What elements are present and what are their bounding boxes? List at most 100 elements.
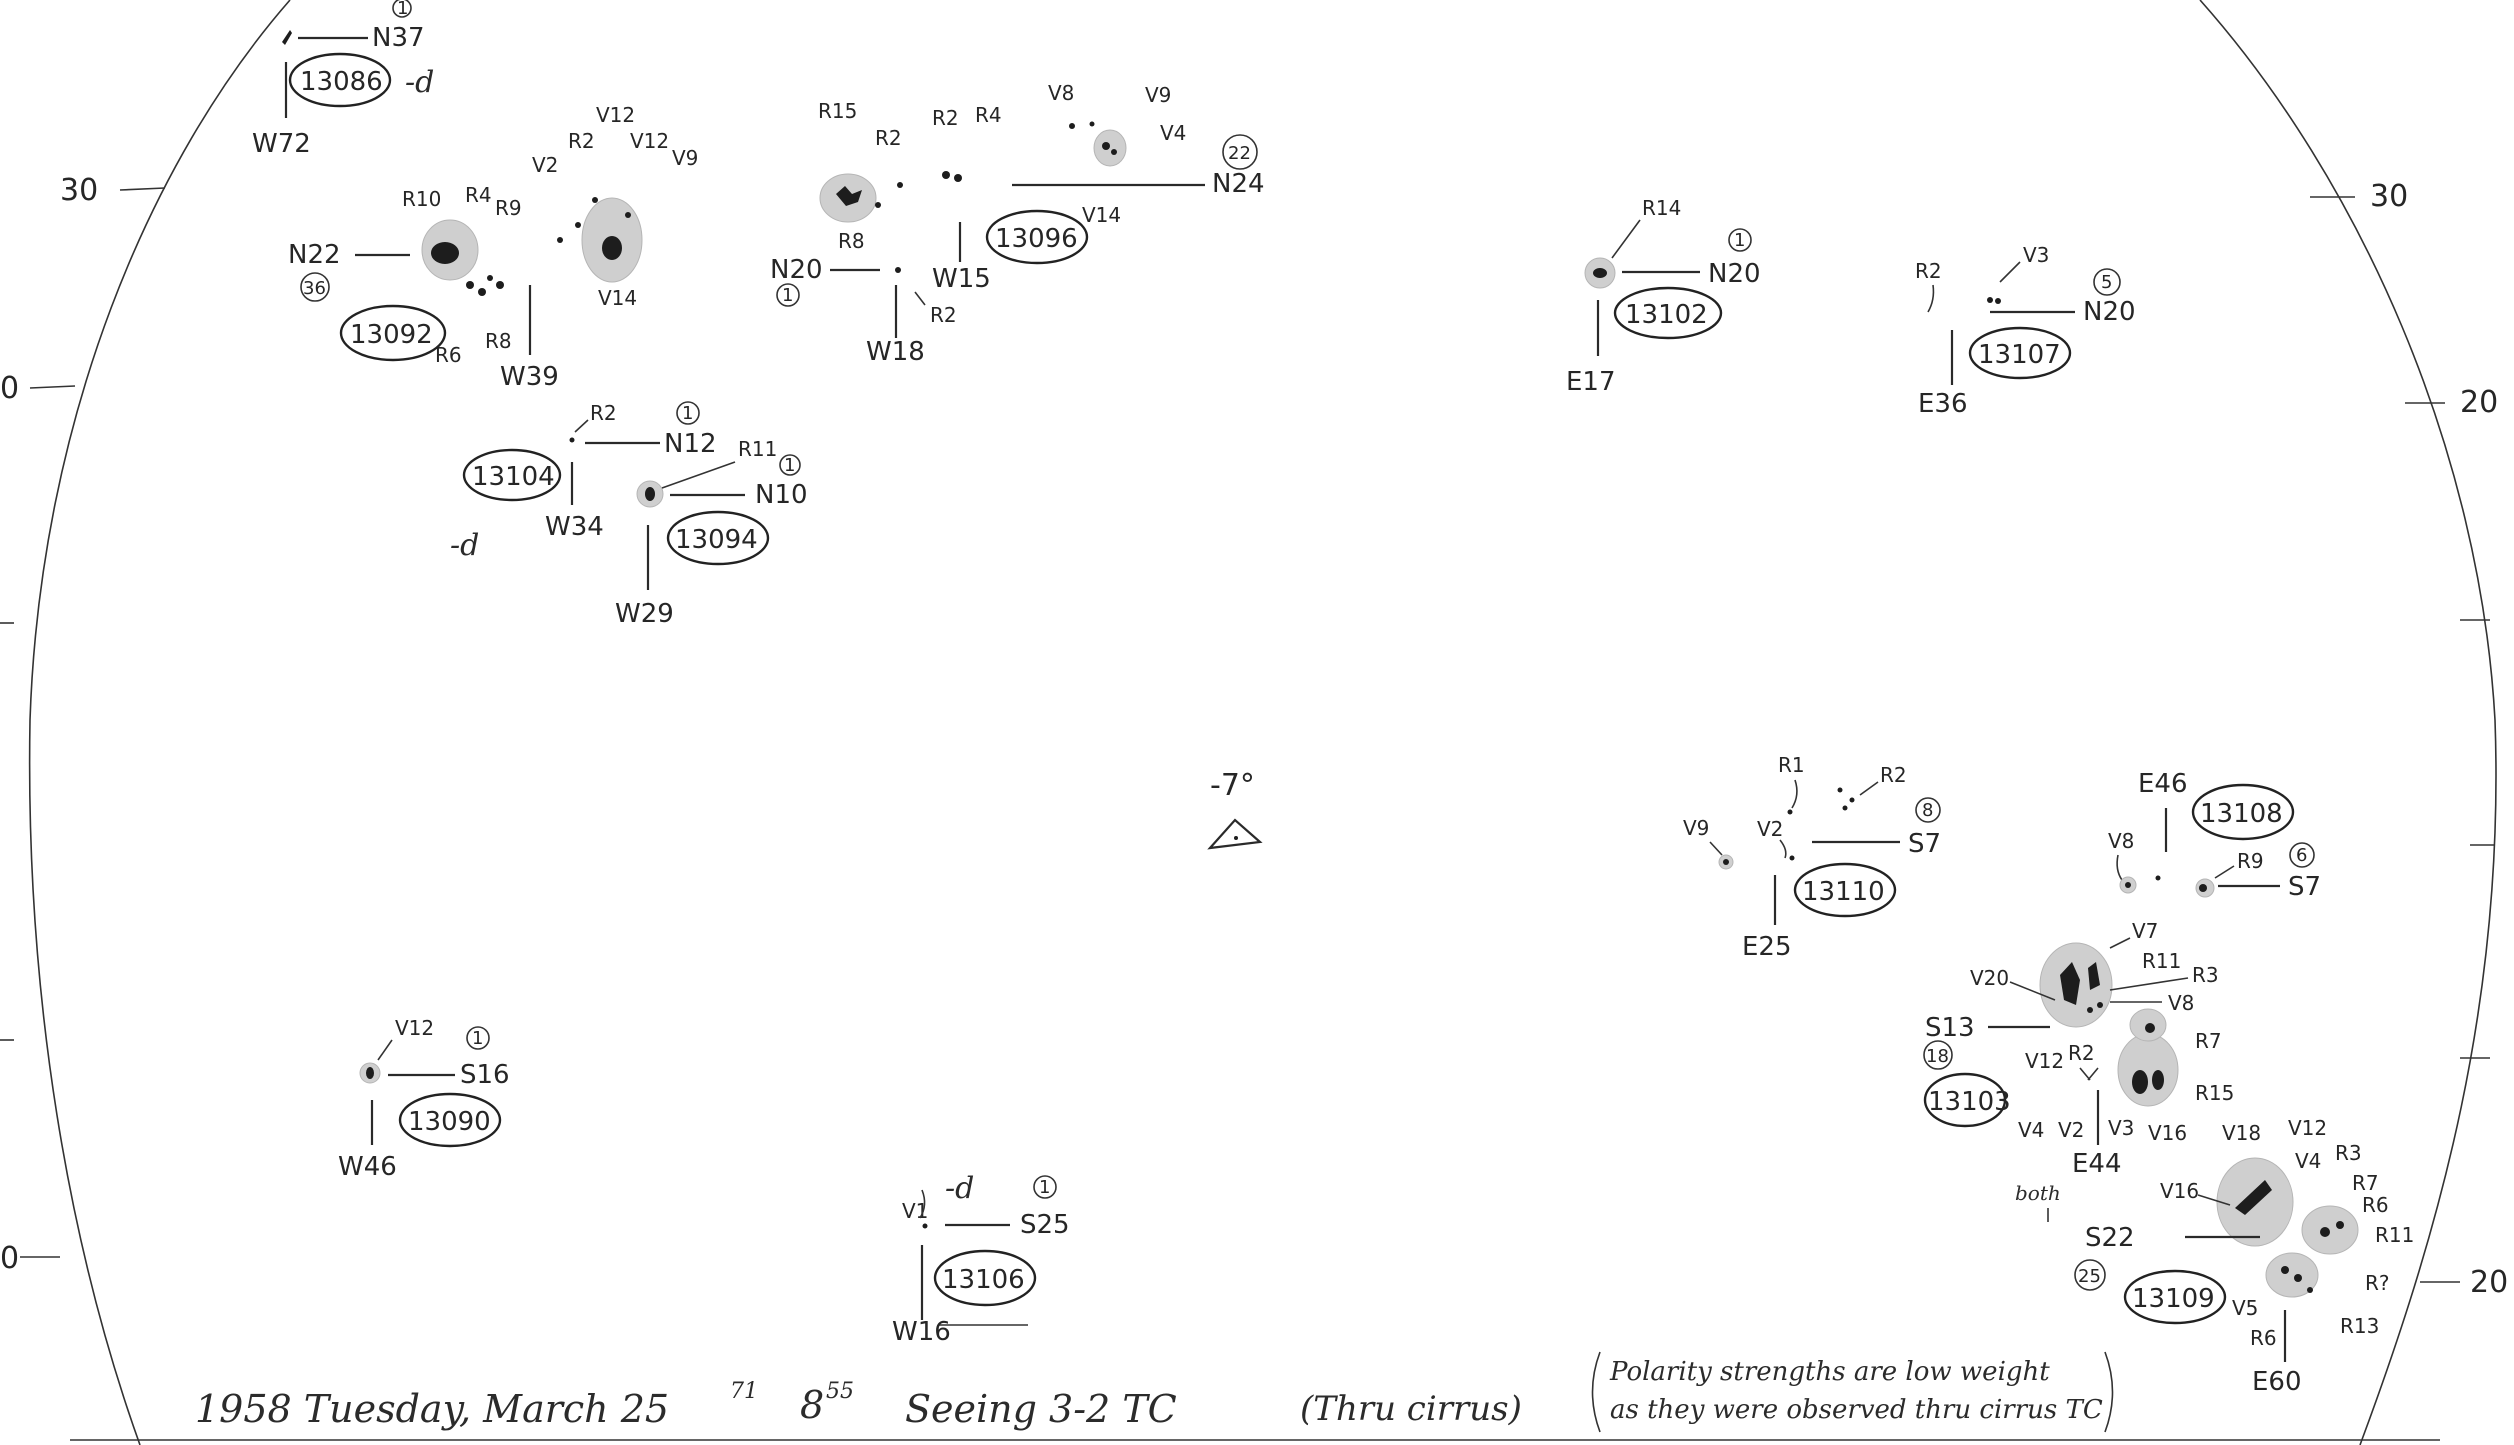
group-id: 13090 <box>408 1107 491 1137</box>
group-id-oval <box>933 1249 1037 1307</box>
mark-v2: V2 <box>2058 1118 2084 1142</box>
group-lon: W39 <box>500 362 559 392</box>
mark-r3: R3 <box>2192 963 2219 987</box>
count-circle <box>676 401 700 425</box>
group-id: 13106 <box>942 1265 1025 1295</box>
footer-time-sup: 55 <box>826 1379 854 1404</box>
group-count: 25 <box>2078 1266 2101 1287</box>
group-count: 22 <box>1228 143 1251 164</box>
group-lat: N37 <box>372 23 425 53</box>
group-n20-w18: N20 1 R2 W18 <box>770 255 957 367</box>
mark-r11: R11 <box>2142 949 2181 973</box>
note-paren-right <box>2104 1351 2114 1433</box>
mark-v3: V3 <box>2023 243 2049 267</box>
mark-v8: V8 <box>2108 829 2134 853</box>
mark-v18: V18 <box>2222 1121 2261 1145</box>
mark-v14: V14 <box>598 286 637 310</box>
mark-v12: V12 <box>2288 1116 2327 1140</box>
group-lat: N22 <box>288 240 341 270</box>
group-lon: E36 <box>1918 389 1968 419</box>
mark-r15: R15 <box>818 99 857 123</box>
group-id: 13102 <box>1625 300 1708 330</box>
mark-r6-a: R6 <box>2362 1193 2389 1217</box>
count-circle <box>392 0 412 18</box>
group-lat: S13 <box>1925 1013 1975 1043</box>
group-lat: N20 <box>2083 297 2136 327</box>
group-13086: 1 N37 13086 -d W72 <box>252 0 434 159</box>
mark-r2: R2 <box>2068 1041 2095 1065</box>
mark-v12: V12 <box>2025 1049 2064 1073</box>
group-id: 13107 <box>1978 340 2061 370</box>
mark-r2: R2 <box>568 129 595 153</box>
mark-r8: R8 <box>485 329 512 353</box>
group-lon: E44 <box>2072 1149 2122 1179</box>
group-lat: N20 <box>1708 259 1761 289</box>
mark-r1: R1 <box>1778 753 1805 777</box>
group-id-oval <box>288 52 392 108</box>
count-circle <box>2093 268 2121 296</box>
group-count: 1 <box>472 1028 483 1049</box>
group-extra: both <box>2015 1181 2061 1205</box>
mark-v2: V2 <box>532 153 558 177</box>
group-13103: V7 V20 R11 R3 V8 R7 V12 R2 R15 V4 V2 V3 … <box>1923 919 2234 1222</box>
group-lon: W18 <box>866 337 925 367</box>
group-id-oval <box>2191 783 2295 841</box>
group-13110: R1 R2 8 V9 V2 S7 13110 E25 <box>1683 753 1941 962</box>
solar-limb-right <box>2199 0 2497 1445</box>
group-lat: N12 <box>664 429 717 459</box>
mark-v9: V9 <box>1145 83 1171 107</box>
group-count: 36 <box>303 278 326 299</box>
group-count: 1 <box>1734 230 1745 251</box>
group-id-oval <box>985 209 1089 265</box>
count-circle <box>2289 842 2315 868</box>
group-id-oval <box>1968 326 2072 380</box>
mark-v9: V9 <box>1683 816 1709 840</box>
mark-r2: R2 <box>930 303 957 327</box>
mark-v4: V4 <box>2018 1118 2044 1142</box>
group-lat: S7 <box>1908 829 1941 859</box>
group-id-oval <box>1613 286 1723 340</box>
group-count: 5 <box>2101 272 2112 293</box>
mark-v16: V16 <box>2148 1121 2187 1145</box>
footer-date: 1958 Tuesday, March 25 <box>195 1387 669 1431</box>
group-count: 1 <box>1039 1177 1050 1198</box>
mark-r2-b: R2 <box>932 106 959 130</box>
group-count: 1 <box>397 0 408 19</box>
mark-r4: R4 <box>465 183 492 207</box>
group-extra: -d <box>450 528 479 563</box>
group-id: 13086 <box>300 67 383 97</box>
group-id-oval <box>2123 1269 2227 1325</box>
footer-cirrus: (Thru cirrus) <box>1300 1389 1522 1429</box>
group-count: 6 <box>2296 845 2307 866</box>
count-circle <box>1923 1040 1953 1070</box>
group-13108: E46 13108 V8 R9 6 S7 <box>2108 769 2321 902</box>
scale-bottom-left-0: 0 <box>0 1241 19 1276</box>
footer-notes: 1958 Tuesday, March 25 71 8 55 Seeing 3-… <box>195 1351 2114 1433</box>
scale-right-30: 30 <box>2370 179 2408 214</box>
group-id: 13094 <box>675 525 758 555</box>
group-lon: E17 <box>1566 367 1616 397</box>
footer-seeing: Seeing 3-2 TC <box>905 1387 1177 1431</box>
group-lat: N10 <box>755 480 808 510</box>
group-id-oval <box>462 448 562 502</box>
group-extra: -d <box>405 65 434 100</box>
footer-note-1: Polarity strengths are low weight <box>1609 1357 2050 1387</box>
group-count: 1 <box>784 455 795 476</box>
group-13094: R11 1 N10 13094 W29 <box>615 437 808 629</box>
group-13096: R15 R2 R2 R4 V8 V9 V4 V14 R8 22 N24 1309… <box>818 81 1265 294</box>
mark-r6-b: R6 <box>2250 1326 2277 1350</box>
group-lon: W72 <box>252 129 311 159</box>
mark-v12-a: V12 <box>596 103 635 127</box>
group-13106: V1 -d 1 S25 13106 W16 <box>892 1171 1070 1347</box>
group-lat: S7 <box>2288 872 2321 902</box>
group-lat: N20 <box>770 255 823 285</box>
mark-v4: V4 <box>1160 121 1186 145</box>
mark-r11: R11 <box>2375 1223 2414 1247</box>
group-lat: S25 <box>1020 1210 1070 1240</box>
count-circle <box>466 1026 490 1050</box>
count-circle <box>776 283 800 307</box>
mark-rq: R? <box>2365 1271 2390 1295</box>
group-id: 13104 <box>472 462 555 492</box>
group-count: 8 <box>1922 800 1933 821</box>
mark-v2: V2 <box>1757 817 1783 841</box>
